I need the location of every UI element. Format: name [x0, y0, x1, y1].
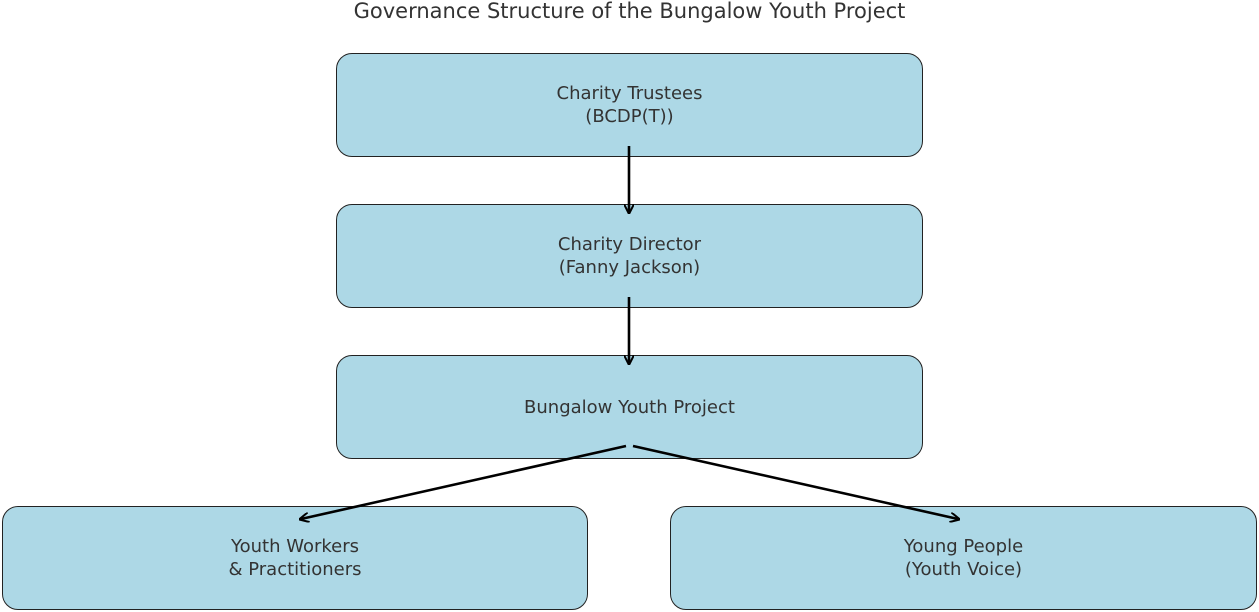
- node-bungalow-youth-project: Bungalow Youth Project: [336, 355, 923, 459]
- node-charity-director: Charity Director (Fanny Jackson): [336, 204, 923, 308]
- node-young-people: Young People (Youth Voice): [670, 506, 1257, 610]
- node-youth-workers: Youth Workers & Practitioners: [2, 506, 588, 610]
- node-label: Bungalow Youth Project: [524, 396, 735, 418]
- node-label: Youth Workers & Practitioners: [228, 536, 362, 580]
- node-label: Charity Director (Fanny Jackson): [557, 234, 702, 278]
- node-label: Charity Trustees (BCDP(T)): [556, 83, 703, 127]
- node-charity-trustees: Charity Trustees (BCDP(T)): [336, 53, 923, 157]
- node-label: Young People (Youth Voice): [903, 536, 1024, 580]
- diagram-title: Governance Structure of the Bungalow You…: [353, 0, 906, 23]
